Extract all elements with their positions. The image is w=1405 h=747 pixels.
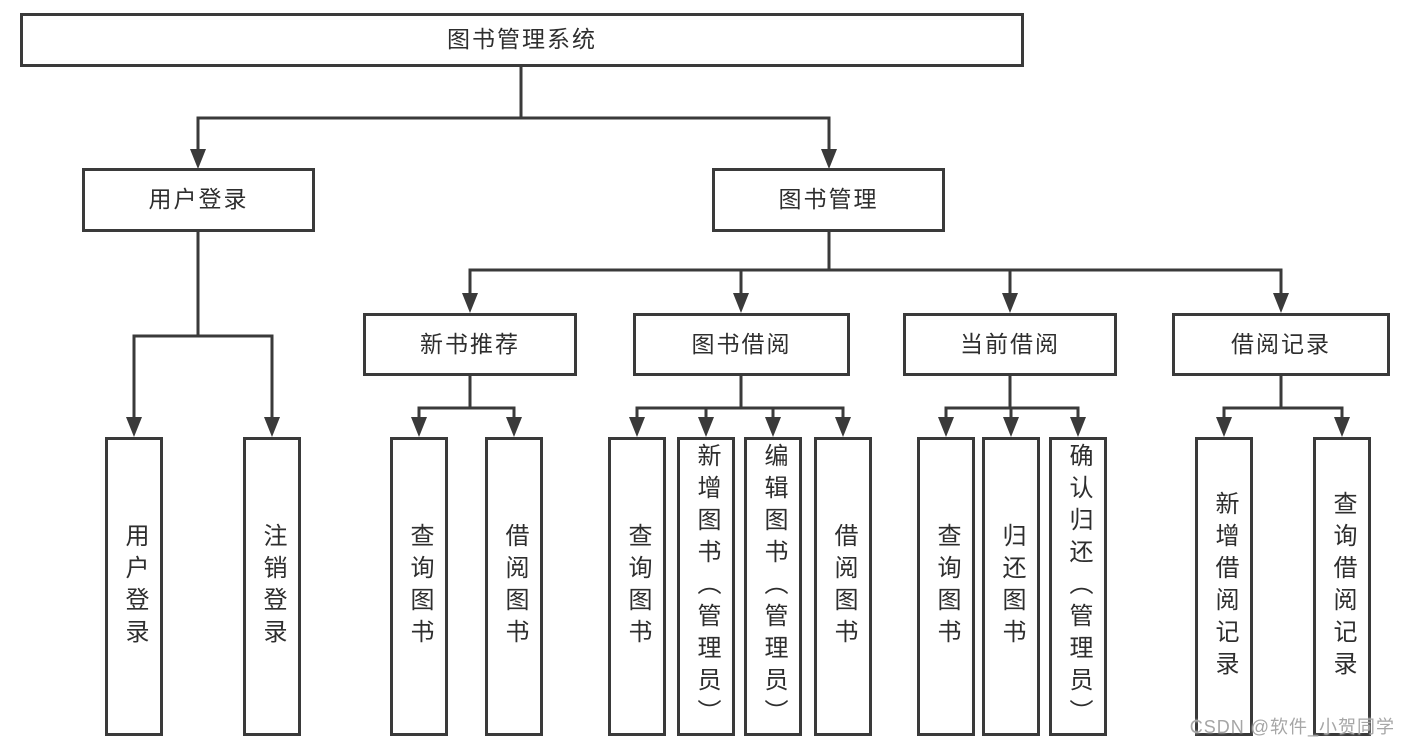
- leaf-add-books-admin: 新增图书（管理员）: [677, 437, 735, 736]
- arrowhead: [821, 149, 837, 169]
- arrowhead: [1003, 417, 1019, 437]
- leaf-label: 新增图书（管理员）: [693, 442, 720, 731]
- leaf-confirm-return-admin: 确认归还（管理员）: [1049, 437, 1107, 736]
- arrowhead: [1002, 293, 1018, 313]
- connector-user-to-leaves: [132, 230, 274, 421]
- leaf-query-borrow-record: 查询借阅记录: [1313, 437, 1371, 736]
- leaf-label: 注销登录: [259, 522, 286, 651]
- node-borrow-record: 借阅记录: [1172, 313, 1390, 376]
- leaf-label: 借阅图书: [501, 522, 528, 651]
- leaf-query-books-borrow: 查询图书: [608, 437, 666, 736]
- leaf-label: 编辑图书（管理员）: [760, 442, 787, 731]
- leaf-label: 用户登录: [121, 522, 148, 651]
- arrowhead: [629, 417, 645, 437]
- node-user-login: 用户登录: [82, 168, 315, 232]
- arrowhead: [835, 417, 851, 437]
- leaf-label: 查询借阅记录: [1329, 490, 1356, 683]
- node-current-borrow: 当前借阅: [903, 313, 1117, 376]
- node-new-book-recommend: 新书推荐: [363, 313, 577, 376]
- leaf-edit-books-admin: 编辑图书（管理员）: [744, 437, 802, 736]
- arrowhead: [938, 417, 954, 437]
- leaf-query-books-current: 查询图书: [917, 437, 975, 736]
- connector-book-to-level3: [468, 230, 1283, 297]
- arrowhead: [1273, 293, 1289, 313]
- node-label: 借阅记录: [1231, 330, 1331, 357]
- leaf-label: 确认归还（管理员）: [1065, 442, 1092, 731]
- leaf-logout: 注销登录: [243, 437, 301, 736]
- arrowhead: [264, 417, 280, 437]
- arrowhead: [462, 293, 478, 313]
- arrowhead: [506, 417, 522, 437]
- leaf-add-borrow-record: 新增借阅记录: [1195, 437, 1253, 736]
- node-label: 图书借阅: [691, 330, 792, 357]
- node-book-management: 图书管理: [712, 168, 945, 232]
- leaf-borrow-books: 借阅图书: [814, 437, 872, 736]
- csdn-watermark: CSDN @软件_小贺同学: [1189, 717, 1395, 737]
- leaf-label: 归还图书: [998, 522, 1025, 651]
- arrowhead: [190, 149, 206, 169]
- node-label: 当前借阅: [960, 330, 1060, 357]
- arrowhead: [1070, 417, 1086, 437]
- arrowhead: [765, 417, 781, 437]
- leaf-borrow-books-recommend: 借阅图书: [485, 437, 543, 736]
- leaf-label: 新增借阅记录: [1211, 490, 1238, 683]
- leaf-label: 借阅图书: [830, 522, 857, 651]
- node-label: 用户登录: [148, 186, 249, 213]
- leaf-label: 查询图书: [406, 522, 433, 651]
- arrowhead: [1334, 417, 1350, 437]
- node-label: 图书管理系统: [447, 26, 597, 53]
- leaf-query-books-recommend: 查询图书: [390, 437, 448, 736]
- leaf-return-books: 归还图书: [982, 437, 1040, 736]
- arrowhead: [1216, 417, 1232, 437]
- arrowhead: [411, 417, 427, 437]
- connector-level3-to-leaves: [417, 374, 1344, 421]
- arrowhead: [733, 293, 749, 313]
- leaf-label: 查询图书: [933, 522, 960, 651]
- arrowhead: [126, 417, 142, 437]
- leaf-label: 查询图书: [624, 522, 651, 651]
- node-label: 新书推荐: [420, 330, 520, 357]
- node-book-borrow: 图书借阅: [633, 313, 850, 376]
- arrowhead: [698, 417, 714, 437]
- node-library-management-system: 图书管理系统: [20, 13, 1024, 67]
- leaf-user-login: 用户登录: [105, 437, 163, 736]
- node-label: 图书管理: [778, 186, 879, 213]
- connector-root-to-level2: [196, 65, 831, 153]
